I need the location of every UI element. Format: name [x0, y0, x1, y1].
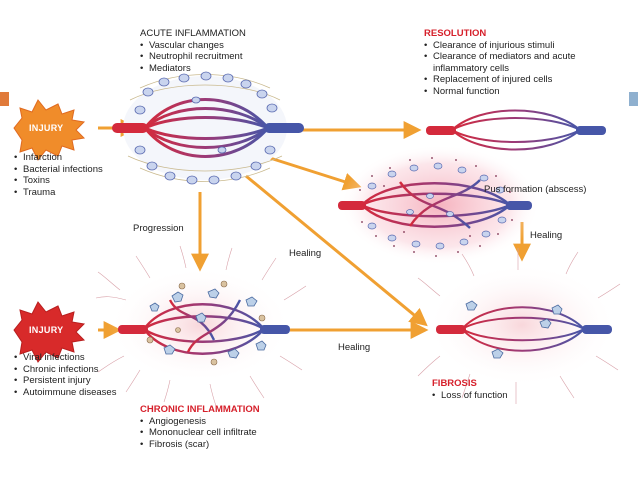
injury-cause: Infarction	[14, 152, 103, 164]
fibrosis-list: Loss of function	[432, 390, 508, 402]
acute-inflammation-title: ACUTE INFLAMMATION	[140, 28, 246, 39]
injury-cause: Toxins	[14, 175, 103, 187]
injury-cause: Chronic infections	[14, 364, 116, 376]
flow-arrows	[98, 119, 531, 339]
injury-cause: Autoimmune diseases	[14, 387, 116, 399]
progression-label: Progression	[133, 223, 184, 234]
injury-bottom-label: INJURY	[29, 325, 64, 335]
acute-inflammation-list: Vascular changes Neutrophil recruitment …	[140, 40, 246, 75]
chronic-item: Fibrosis (scar)	[140, 439, 260, 451]
resolution-item: Clearance of injurious stimuli	[424, 40, 581, 52]
injury-bottom-causes: Viral infections Chronic infections Pers…	[14, 352, 116, 398]
acute-item: Neutrophil recruitment	[140, 51, 246, 63]
resolution-list: Clearance of injurious stimuli Clearance…	[424, 40, 581, 98]
arrow-acute-to-abscess	[269, 156, 362, 191]
injury-cause: Viral infections	[14, 352, 116, 364]
chronic-vessel-graphic	[95, 245, 307, 407]
arrow-acute-to-fibrosis	[245, 174, 428, 327]
injury-cause: Bacterial infections	[14, 164, 103, 176]
acute-inflammation-block: ACUTE INFLAMMATION Vascular changes Neut…	[140, 28, 246, 74]
resolution-vessel-graphic	[426, 109, 606, 151]
right-slide-marker	[629, 92, 638, 106]
resolution-item: Replacement of injured cells	[424, 74, 581, 86]
injury-cause: Persistent injury	[14, 375, 116, 387]
chronic-inflammation-title: CHRONIC INFLAMMATION	[140, 404, 260, 415]
acute-item: Mediators	[140, 63, 246, 75]
chronic-item: Mononuclear cell infiltrate	[140, 427, 260, 439]
abscess-label: Pus formation (abscess)	[484, 184, 587, 195]
acute-item: Vascular changes	[140, 40, 246, 52]
healing-bottom-label: Healing	[338, 342, 371, 353]
fibrosis-vessel-graphic	[417, 248, 621, 404]
fibrosis-title: FIBROSIS	[432, 378, 477, 389]
resolution-block: RESOLUTION Clearance of injurious stimul…	[424, 28, 581, 97]
chronic-inflammation-block: CHRONIC INFLAMMATION Angiogenesis Mononu…	[140, 404, 260, 450]
healing-diagonal-label: Healing	[289, 248, 322, 259]
healing-right-label: Healing	[530, 230, 563, 241]
chronic-item: Angiogenesis	[140, 416, 260, 428]
abscess-vessel-graphic	[338, 145, 540, 265]
fibrosis-item: Loss of function	[432, 390, 508, 402]
acute-vessel-graphic	[112, 71, 304, 185]
injury-top-causes: Infarction Bacterial infections Toxins T…	[14, 152, 103, 198]
fibrosis-block: FIBROSIS Loss of function	[432, 378, 508, 401]
left-slide-marker	[0, 92, 9, 106]
resolution-title: RESOLUTION	[424, 28, 487, 39]
injury-top-label: INJURY	[29, 123, 64, 133]
resolution-item: Normal function	[424, 86, 581, 98]
chronic-list: Angiogenesis Mononuclear cell infiltrate…	[140, 416, 260, 451]
resolution-item: Clearance of mediators and acute inflamm…	[424, 51, 581, 74]
injury-cause: Trauma	[14, 187, 103, 199]
